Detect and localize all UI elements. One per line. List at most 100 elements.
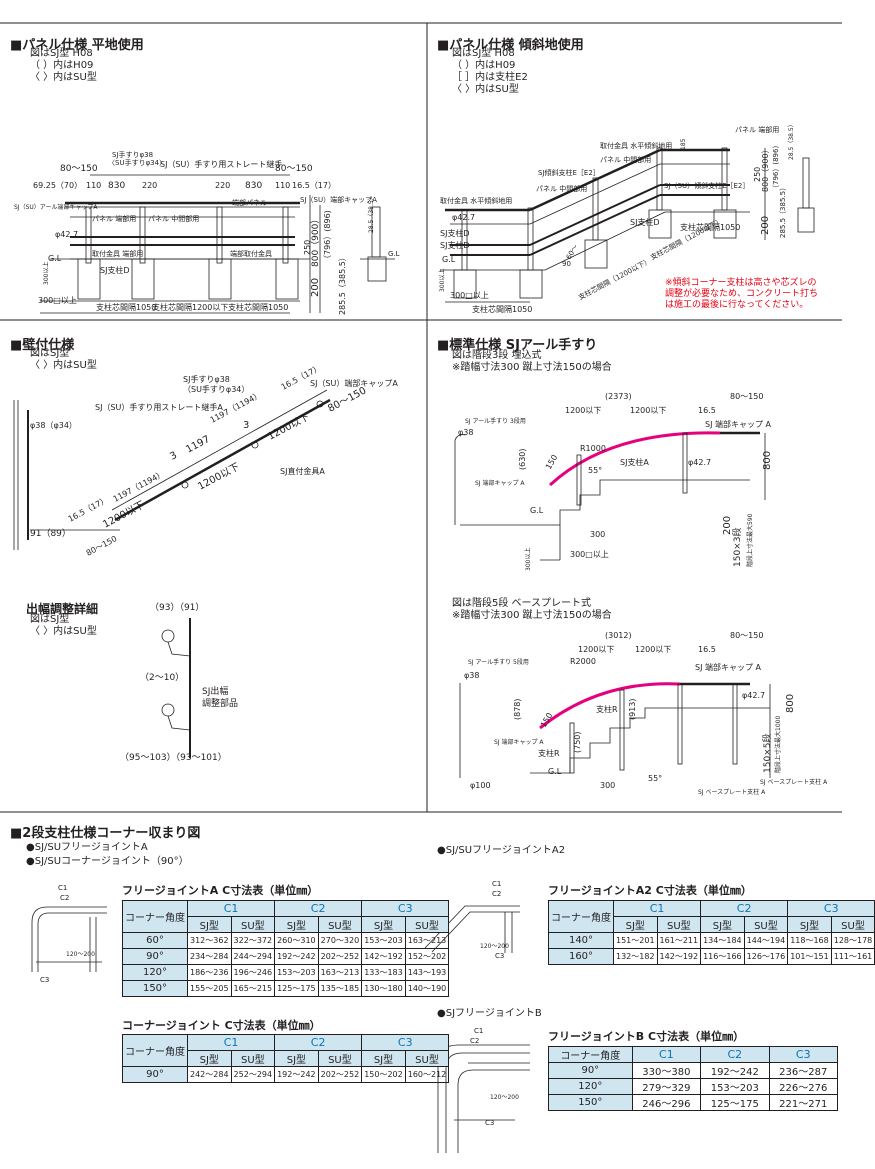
dim-label: 55° xyxy=(648,774,662,783)
dim-label: 800（900） xyxy=(761,145,770,192)
cell: 242～284 xyxy=(187,1066,232,1083)
slope-panel-drawing: パネル 端部用 取付金具 水平傾斜地用 パネル 中間部用 SJ傾斜支柱E［E2］… xyxy=(438,121,815,314)
dim-label: （796）(896) xyxy=(323,210,332,263)
cell: 144～194 xyxy=(743,932,789,949)
dim-label: (630) xyxy=(518,448,527,470)
table-row: 150° 155～205 165～215 125～175 135～185 130… xyxy=(122,980,450,997)
col-header: コーナー角度 xyxy=(548,900,614,933)
dim-label: 300以上 xyxy=(438,269,446,292)
dim-label: 16.5 xyxy=(698,645,716,654)
table-title: フリージョイントA C寸法表（単位㎜） xyxy=(122,884,319,897)
col-header: SJ型 xyxy=(613,916,658,933)
cell: 260～310 xyxy=(274,932,319,949)
slope-warning: ※傾斜コーナー支柱は高さや芯ズレの 調整が必要なため、コンクリート打ち は施工の… xyxy=(665,278,819,310)
dim-label: G.L xyxy=(548,767,562,776)
note-line: （ ）内はH09 xyxy=(30,60,94,71)
cell: 330～380 xyxy=(631,1062,702,1079)
dim-label: C1 xyxy=(474,1027,483,1035)
dim-label: （2～10） xyxy=(140,672,184,683)
dim-label: φ38 xyxy=(458,428,473,437)
dim-label: 支柱芯間隔1050 xyxy=(680,222,740,232)
cell: 234～284 xyxy=(187,948,232,965)
cell: 101～151 xyxy=(787,948,832,965)
dim-label: 120～200 xyxy=(480,943,509,950)
section-title-slope: ■パネル仕様 傾斜地使用 xyxy=(437,38,584,53)
dim-label: 3 xyxy=(168,450,179,463)
col-header: SU型 xyxy=(404,916,450,933)
dim-label: φ38（φ34） xyxy=(30,421,77,430)
table-row: 90° 330～380 192～242 236～287 xyxy=(548,1062,839,1079)
dim-label: 185 xyxy=(680,138,687,150)
dim-label: 取付金具 水平傾斜地用 xyxy=(440,196,512,205)
col-header: SJ型 xyxy=(787,916,832,933)
table-row: 120° 279～329 153～203 226～276 xyxy=(548,1078,839,1095)
table-row: 90° 242～284 252～294 192～242 202～252 150～… xyxy=(122,1066,450,1083)
col-header: C2 xyxy=(274,1034,363,1051)
dim-label: φ42.7 xyxy=(742,691,765,700)
cell: 120° xyxy=(122,964,188,981)
dim-label: φ38 xyxy=(464,671,479,680)
col-header: C1 xyxy=(631,1046,702,1063)
dim-label: 階段上寸法最大590 xyxy=(746,513,754,567)
dim-label: （95～103）（93～101） xyxy=(120,752,227,763)
dim-label: 220 xyxy=(142,181,157,190)
dim-label: SJ（SU）手すり用ストレート継手 xyxy=(160,159,282,169)
dim-label: SJ手すりφ38 xyxy=(183,374,230,384)
dim-label: 1200以下 xyxy=(266,412,311,443)
bullet: ●SJ/SUフリージョイントA xyxy=(26,842,148,853)
dim-label: 1197（1194） xyxy=(112,469,166,504)
dim-label: SJ 端部キャップ A xyxy=(705,419,772,429)
dim-label: 1197 xyxy=(184,434,212,456)
dim-label: SJ手すりφ38 xyxy=(112,150,153,159)
table-corner-joint: コーナー角度 C1 C2 C3 SJ型 SU型 SJ型 SU型 SJ型 SU型 … xyxy=(122,1034,450,1083)
note-line: （ ）内はH09 xyxy=(452,60,516,71)
cell: 279～329 xyxy=(631,1078,702,1095)
dim-label: SJ傾斜支柱E［E2］ xyxy=(538,168,600,177)
table-title: フリージョイントB C寸法表（単位㎜） xyxy=(548,1030,745,1043)
dim-label: SJ支柱D xyxy=(100,265,130,275)
col-header: SU型 xyxy=(230,1050,276,1067)
cell: 202～252 xyxy=(317,948,363,965)
dim-label: 端部パネル xyxy=(232,198,267,207)
col-header: SJ型 xyxy=(187,916,232,933)
col-header: SU型 xyxy=(230,916,276,933)
dim-label: （796）(896) xyxy=(772,146,780,192)
col-header: SU型 xyxy=(404,1050,450,1067)
dim-label: C2 xyxy=(60,894,69,902)
cell: 192～242 xyxy=(274,1066,319,1083)
table-row: 140° 151～201 161～211 134～184 144～194 118… xyxy=(548,932,875,949)
cell: 160° xyxy=(548,948,614,965)
dim-label: 80～150 xyxy=(275,164,313,174)
dim-label: 支柱芯間隔1050 xyxy=(228,302,288,312)
dim-label: C3 xyxy=(485,1119,494,1127)
note-line: ［ ］内は支柱E2 xyxy=(452,72,528,83)
dim-label: φ42.7 xyxy=(55,230,78,239)
col-header: SU型 xyxy=(656,916,702,933)
cell: 153～203 xyxy=(700,1078,770,1095)
dim-label: 250 xyxy=(753,167,762,182)
cell: 270～320 xyxy=(317,932,363,949)
dim-label: C3 xyxy=(495,952,504,960)
dim-label: パネル 中間部用 xyxy=(600,155,651,164)
cell: 163～213 xyxy=(404,932,450,949)
col-header: SU型 xyxy=(317,916,363,933)
cell: 150° xyxy=(548,1094,633,1111)
dim-label: (3012) xyxy=(605,631,632,640)
dim-label: 28.5（38.5） xyxy=(788,121,795,160)
dim-label: SJ 端部キャップ A xyxy=(695,662,762,672)
cell: 322～372 xyxy=(230,932,276,949)
dim-label: 55° xyxy=(588,466,602,475)
col-header: SJ型 xyxy=(274,1050,319,1067)
dim-label: SJ 端部キャップ A xyxy=(475,479,525,487)
table-row: 60° 312～362 322～372 260～310 270～320 153～… xyxy=(122,932,450,949)
cell: 150～202 xyxy=(361,1066,406,1083)
dim-label: （93）（91） xyxy=(150,602,204,613)
cell: 128～178 xyxy=(830,932,875,949)
table-title: フリージョイントA2 C寸法表（単位㎜） xyxy=(548,884,752,897)
cell: 140～190 xyxy=(404,980,450,997)
dim-label: 200 xyxy=(760,216,771,235)
cell: 90° xyxy=(122,948,188,965)
note-line: 〈 〉内はSU型 xyxy=(30,72,97,83)
table-free-joint-b: コーナー角度 C1 C2 C3 90° 330～380 192～242 236～… xyxy=(548,1046,839,1111)
dim-label: 800（900） xyxy=(310,215,321,267)
